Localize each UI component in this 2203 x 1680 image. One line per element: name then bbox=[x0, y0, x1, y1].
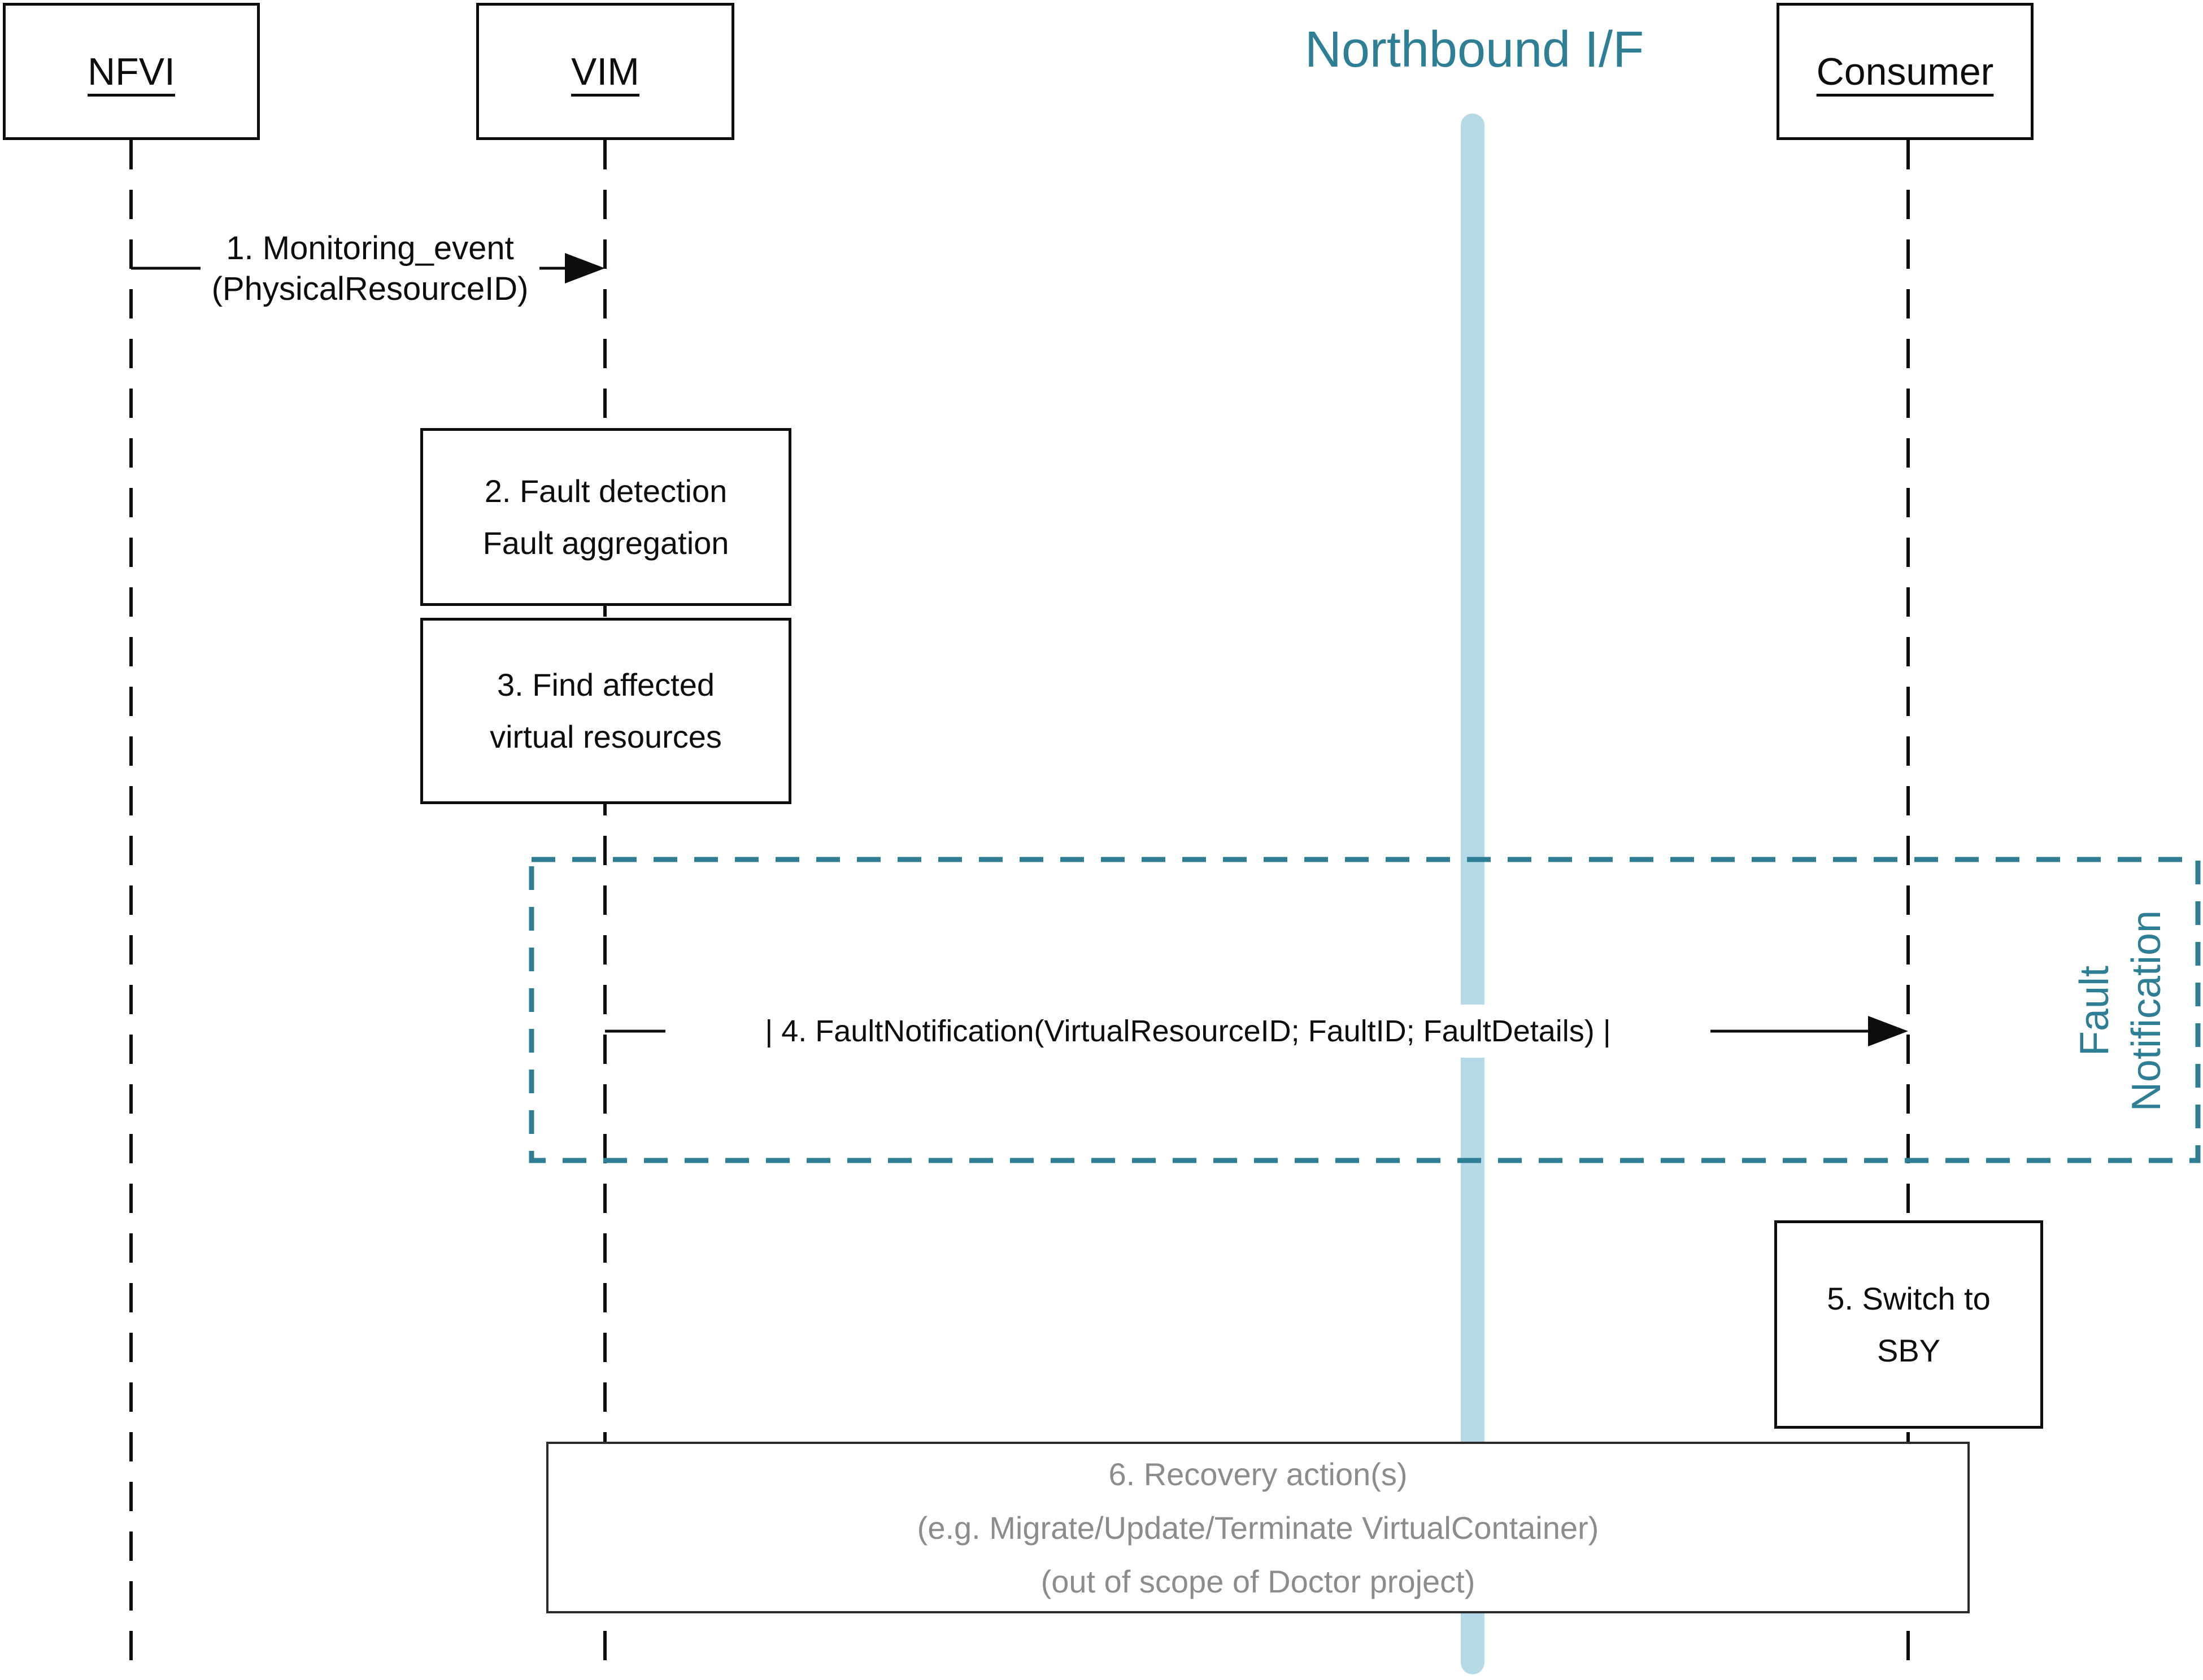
message-1-label-line2: (PhysicalResourceID) bbox=[211, 270, 529, 307]
step-6-line2: (e.g. Migrate/Update/Terminate VirtualCo… bbox=[917, 1509, 1599, 1546]
northbound-interface-title: Northbound I/F bbox=[1304, 21, 1644, 78]
step-2-line2: Fault aggregation bbox=[482, 525, 729, 561]
message-4-arrowhead-icon bbox=[1868, 1016, 1908, 1046]
message-4-label: | 4. FaultNotification(VirtualResourceID… bbox=[665, 1005, 1710, 1058]
actor-label-consumer: Consumer bbox=[1816, 50, 1994, 93]
step-3-line2: virtual resources bbox=[490, 719, 722, 754]
message-1-label: 1. Monitoring_event (PhysicalResourceID) bbox=[201, 228, 539, 309]
step-6-line3: (out of scope of Doctor project) bbox=[1040, 1563, 1475, 1599]
frame-label-line1: Fault bbox=[2072, 965, 2117, 1057]
actor-label-vim: VIM bbox=[571, 50, 639, 93]
step-box-switch-to-sby: 5. Switch to SBY bbox=[1774, 1220, 2043, 1429]
step-3-line1: 3. Find affected bbox=[497, 667, 715, 702]
actor-box-nfvi: NFVI bbox=[3, 3, 260, 140]
frame-label-line2: Notification bbox=[2124, 910, 2169, 1112]
step-2-line1: 2. Fault detection bbox=[484, 473, 728, 509]
step-box-fault-detection: 2. Fault detection Fault aggregation bbox=[420, 428, 791, 606]
fault-notification-frame-label: Fault Notification bbox=[2057, 870, 2184, 1152]
step-box-find-affected-resources: 3. Find affected virtual resources bbox=[420, 618, 791, 804]
actor-label-nfvi: NFVI bbox=[88, 50, 175, 93]
actor-box-vim: VIM bbox=[476, 3, 734, 140]
step-box-recovery-actions: 6. Recovery action(s) (e.g. Migrate/Upda… bbox=[546, 1442, 1970, 1613]
actor-box-consumer: Consumer bbox=[1777, 3, 2034, 140]
fault-notification-frame bbox=[529, 857, 2201, 1163]
step-6-line1: 6. Recovery action(s) bbox=[1108, 1456, 1408, 1492]
message-1-arrowhead-icon bbox=[565, 253, 605, 283]
message-1-label-line1: 1. Monitoring_event bbox=[226, 230, 514, 267]
step-5-line2: SBY bbox=[1877, 1332, 1941, 1368]
step-5-line1: 5. Switch to bbox=[1827, 1280, 1991, 1316]
